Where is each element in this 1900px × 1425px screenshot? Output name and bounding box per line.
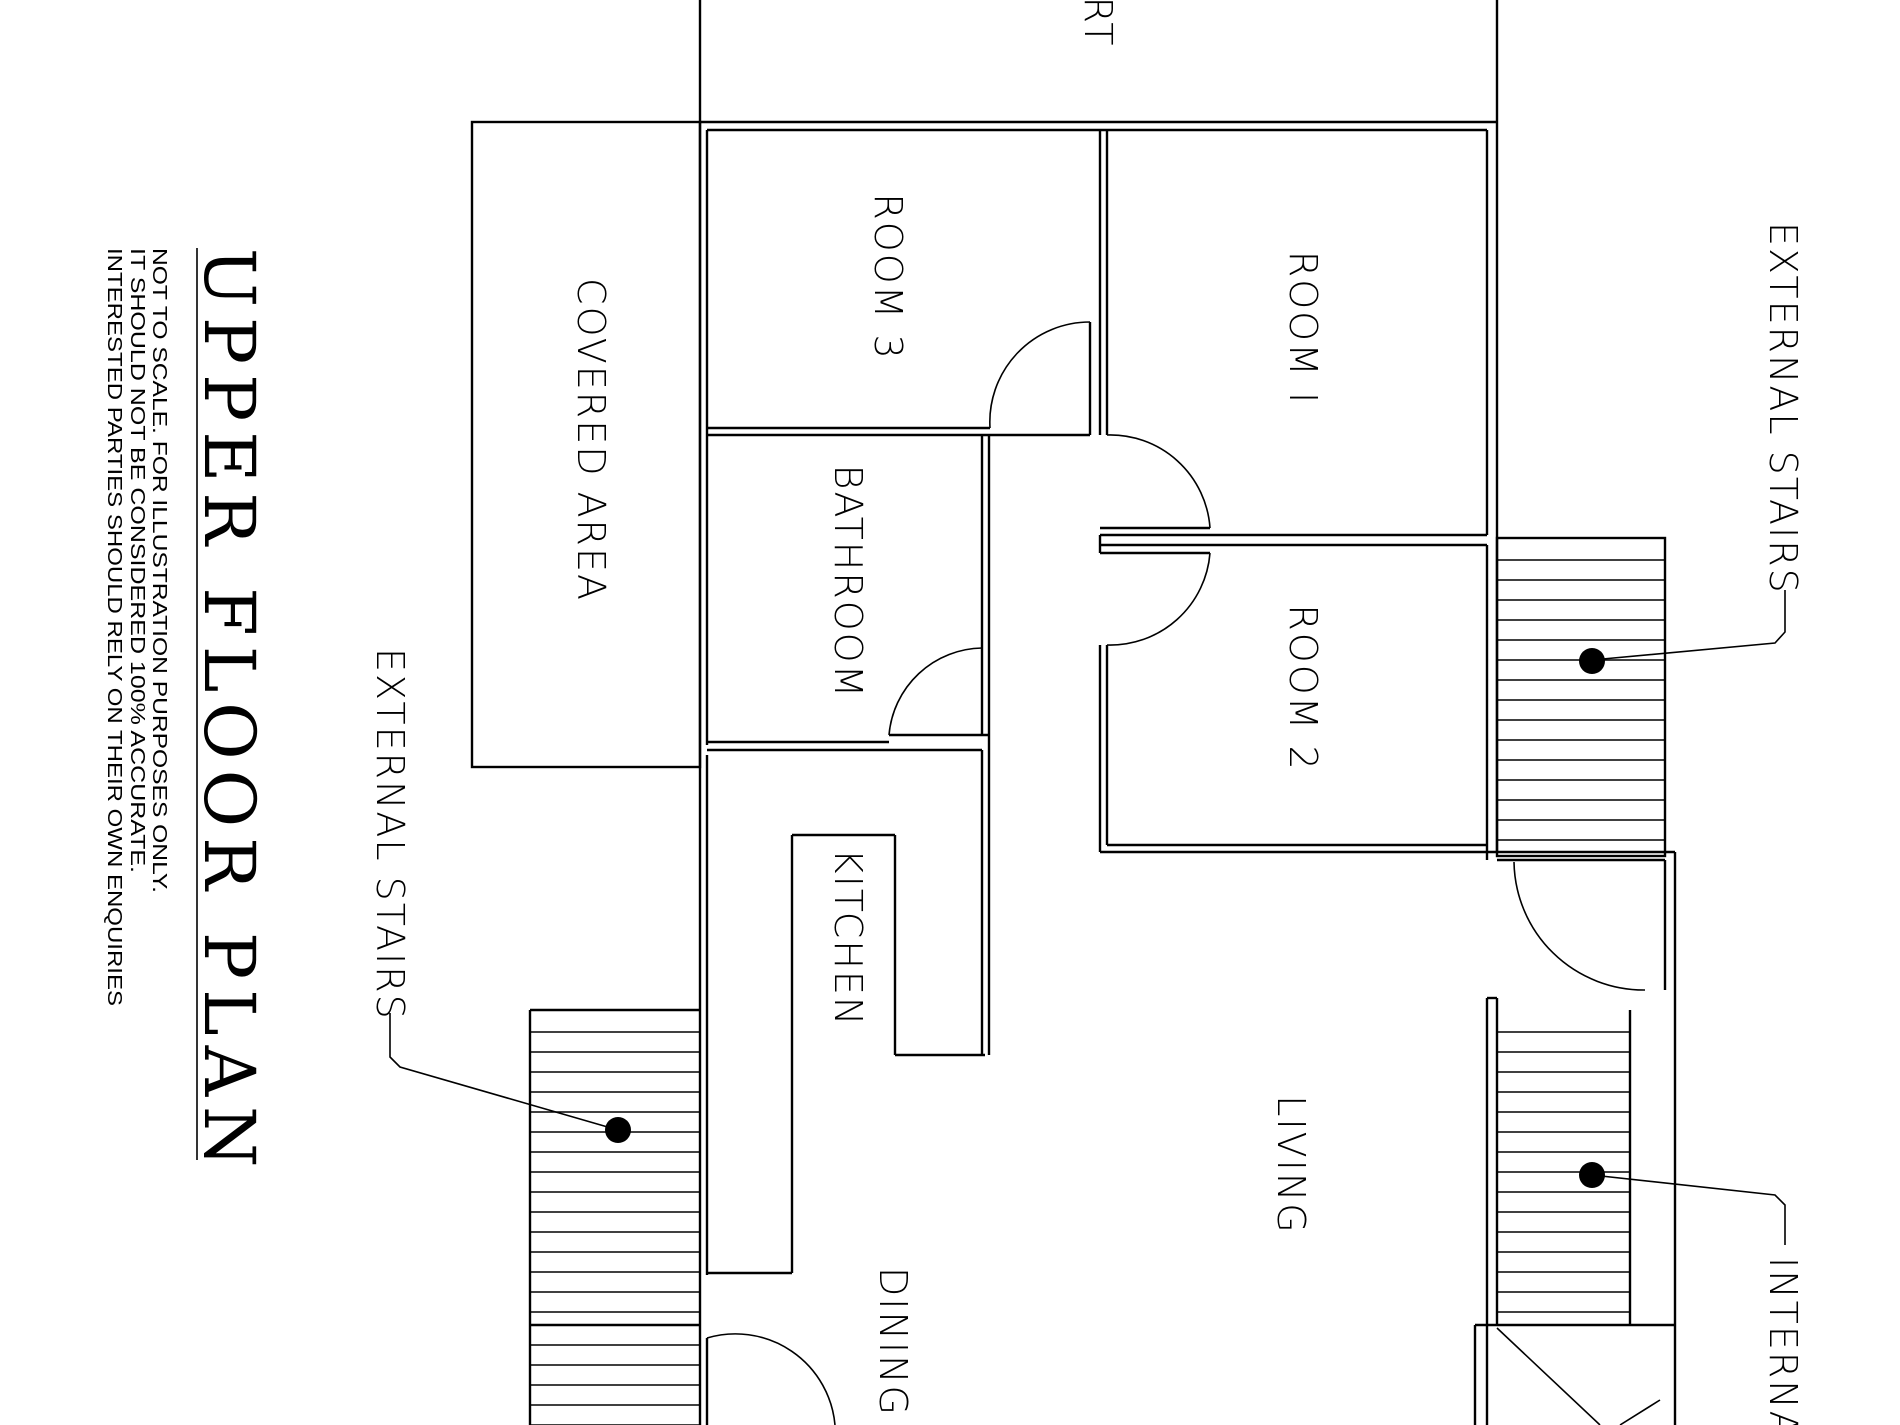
room3-door-swing	[989, 321, 1091, 429]
external-stairs-left-label: EXTERNAL STAIRS	[368, 648, 412, 1021]
plan-title: UPPER FLOOR PLAN	[188, 248, 270, 1177]
disclaimer-line-3: INTERESTED PARTIES SHOULD RELY ON THEIR …	[103, 248, 125, 1006]
bathroom-label: BATHROOM	[826, 465, 870, 700]
disclaimer-line-1: NOT TO SCALE. FOR ILLUSTRATION PURPOSES …	[148, 248, 170, 893]
kitchen-label: KITCHEN	[826, 849, 870, 1028]
room2-label: ROOM 2	[1281, 604, 1325, 771]
callout-leaders	[389, 590, 1786, 1245]
external-stairs-right	[1495, 536, 1667, 858]
room1-room2-divider	[1098, 526, 1487, 555]
room2-door-swing	[1106, 552, 1211, 646]
covered-area-outline	[470, 120, 702, 769]
disclaimer-line-2: IT SHOULD NOT BE CONSIDERED 100% ACCURAT…	[126, 248, 148, 873]
room1-label: ROOM I	[1281, 251, 1325, 405]
kitchen-walls	[707, 735, 991, 1275]
leader-dot-ext-right	[1579, 648, 1605, 674]
dining-label: DINING	[871, 1267, 915, 1417]
internal-stairs	[1473, 1010, 1675, 1425]
external-stairs-right-label: EXTERNAL STAIRS	[1761, 222, 1805, 595]
internal-stairs-label: INTERNA	[1761, 1257, 1805, 1425]
bathroom-walls	[707, 435, 991, 752]
external-stairs-left	[528, 1008, 700, 1425]
plan-title-block: UPPER FLOOR PLAN NOT TO SCALE. FOR ILLUS…	[103, 248, 270, 1177]
room3-room1-divider	[1088, 130, 1109, 435]
room1-door-swing	[1106, 434, 1211, 529]
dining-door-swing	[706, 1333, 836, 1425]
right-exterior-wall	[1485, 850, 1677, 1425]
callout-labels: EXTERNAL STAIRS EXTERNAL STAIRS INTERNA	[368, 222, 1805, 1425]
leader-dot-internal	[1579, 1162, 1605, 1188]
bathroom-door-swing	[888, 647, 983, 736]
house-walls	[698, 122, 1499, 1425]
living-label: LIVING	[1269, 1095, 1313, 1234]
room-labels: RT COVERED AREA ROOM 3 ROOM I BATHROOM R…	[569, 0, 1325, 1417]
leader-dot-ext-left	[605, 1117, 631, 1143]
covered-area-label: COVERED AREA	[569, 278, 613, 602]
room3-bottom-wall	[707, 426, 1090, 437]
top-cut-label: RT	[1076, 0, 1120, 47]
entry-door-swing	[1513, 861, 1646, 991]
carport-outline	[698, 0, 1499, 124]
room3-label: ROOM 3	[866, 193, 910, 360]
